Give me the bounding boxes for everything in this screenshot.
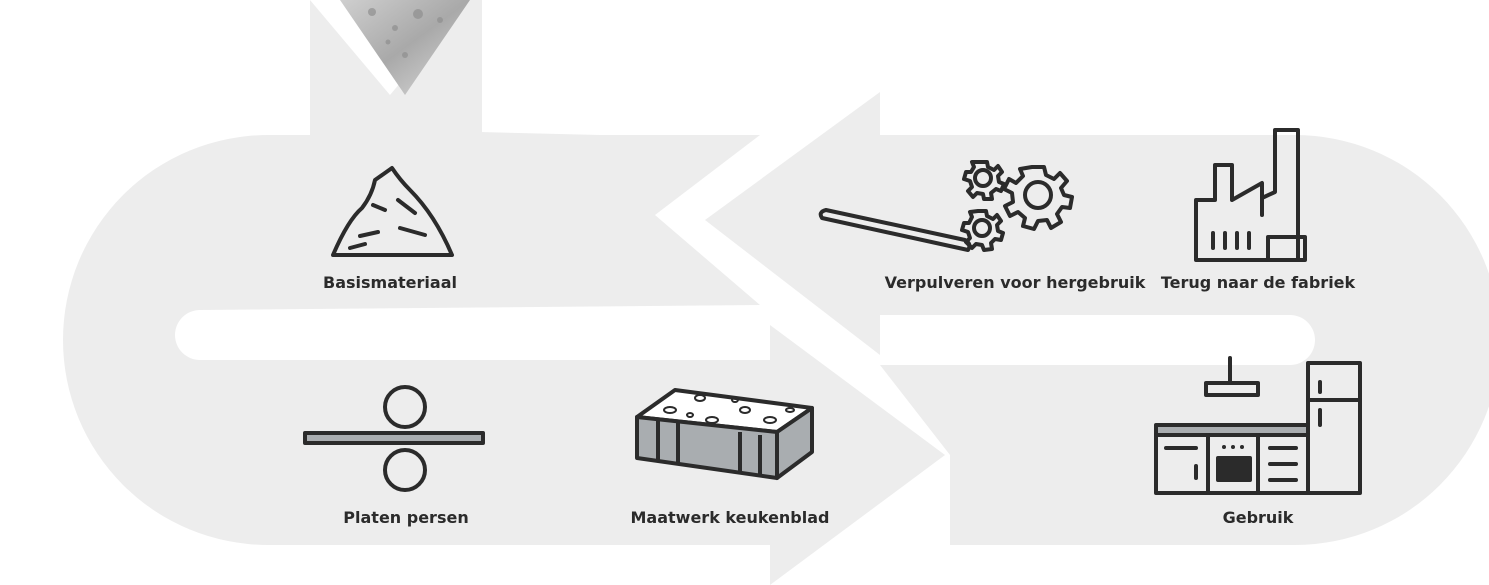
factory-icon — [1194, 128, 1307, 262]
stone-sample-icon — [340, 0, 470, 95]
countertop-slab-icon — [635, 388, 814, 480]
label-verpulveren: Verpulveren voor hergebruik — [884, 273, 1146, 292]
roller-press-icon — [303, 385, 485, 492]
kitchen-icon — [1154, 356, 1362, 495]
label-maatwerk-keukenblad: Maatwerk keukenblad — [630, 508, 830, 527]
pile-icon — [331, 166, 454, 257]
label-gebruik: Gebruik — [1222, 508, 1294, 527]
label-terug-naar-fabriek: Terug naar de fabriek — [1160, 273, 1356, 292]
label-basismateriaal: Basismateriaal — [323, 273, 457, 292]
cycle-top-funnel — [310, 0, 482, 140]
label-platen-persen: Platen persen — [343, 508, 469, 527]
gears-conveyor-icon — [818, 160, 1074, 252]
